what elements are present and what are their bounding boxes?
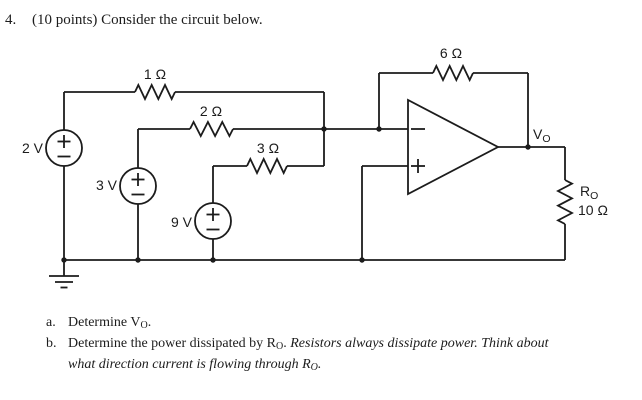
plus-icon [206, 208, 220, 221]
label-source-9v: 9 V [171, 214, 193, 230]
resistor-1ohm [134, 82, 176, 102]
plus-icon [57, 135, 71, 148]
question-b: b. Determine the power dissipated by RO. … [46, 333, 548, 375]
node-inverting-junction [321, 126, 327, 132]
node-rail-noninverting [359, 257, 365, 263]
resistor-3ohm [246, 156, 288, 176]
problem-header: 4. (10 points) Consider the circuit below… [5, 12, 263, 29]
node-rail-2v [61, 257, 67, 263]
wire-output [498, 146, 566, 260]
label-r6: 6 Ω [440, 45, 462, 61]
problem-title: (10 points) Consider the circuit below. [32, 12, 263, 28]
question-a-text: Determine VO. [68, 315, 152, 331]
label-vo: VO [533, 126, 551, 145]
node-output-junction [525, 144, 531, 150]
node-rail-3v [135, 257, 141, 263]
label-ro-value: 10 Ω [578, 202, 608, 218]
node-rail-9v [210, 257, 216, 263]
label-ro-name: RO [580, 183, 598, 202]
wire-branch-9v [212, 129, 325, 260]
resistor-6ohm [432, 63, 474, 83]
label-r2: 2 Ω [200, 103, 222, 119]
voltage-source-2v [45, 129, 83, 167]
question-b-italic-note: Resistors always dissipate power. Think … [68, 336, 549, 373]
node-feedback-junction [376, 126, 382, 132]
opamp [407, 98, 500, 196]
question-b-text: Determine the power dissipated by RO. Re… [68, 336, 549, 373]
wire-branch-3v [137, 128, 324, 260]
label-r1: 1 Ω [144, 66, 166, 82]
plus-icon [131, 173, 145, 186]
opamp-plus-icon [411, 159, 425, 173]
resistor-2ohm [189, 120, 234, 138]
wire-feedback [378, 72, 529, 147]
question-a: a. Determine VO. [46, 312, 548, 333]
problem-number: 4. [5, 12, 17, 28]
ground-icon [49, 260, 79, 289]
wire-branch-2v [63, 91, 325, 260]
label-source-2v: 2 V [22, 140, 44, 156]
questions-list: a. Determine VO. b. Determine the power di… [46, 312, 548, 375]
question-a-letter: a. [46, 315, 56, 330]
label-r3: 3 Ω [257, 140, 279, 156]
voltage-source-9v [194, 202, 232, 240]
label-source-3v: 3 V [96, 177, 118, 193]
voltage-source-3v [119, 167, 157, 205]
question-b-letter: b. [46, 336, 57, 351]
wire-noninverting-input [361, 165, 408, 260]
resistor-ro [556, 179, 574, 225]
opamp-triangle [407, 98, 500, 196]
